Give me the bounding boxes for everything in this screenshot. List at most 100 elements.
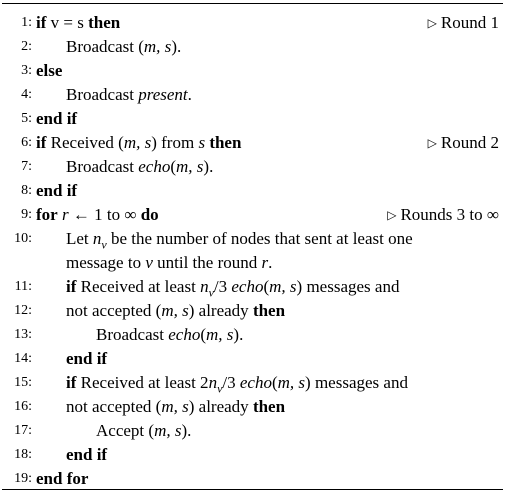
- code-text: m, s: [161, 301, 189, 320]
- line-code: end if: [66, 443, 107, 467]
- code-text: n: [208, 373, 218, 392]
- line-code: end for: [36, 467, 88, 491]
- code-text: m, s: [176, 157, 204, 176]
- algorithm-line: 13: Broadcast echo(m, s).: [0, 323, 505, 347]
- keyword: then: [209, 133, 242, 152]
- line-number: 4:: [21, 87, 32, 102]
- line-comment: ▷Round 2: [428, 131, 499, 156]
- keyword: then: [252, 397, 286, 416]
- code-text: m, s: [206, 325, 234, 344]
- code-text: ).: [203, 157, 214, 176]
- code-text: Let: [66, 229, 93, 248]
- line-number: 17:: [14, 423, 32, 438]
- algorithm-line: 4: Broadcast present.: [0, 83, 505, 107]
- line-number: 19:: [14, 471, 32, 486]
- line-code: not accepted (m, s) already then: [66, 395, 285, 419]
- code-text: /3: [213, 277, 232, 296]
- code-text: r: [61, 205, 69, 224]
- code-text: echo: [239, 373, 272, 392]
- algorithm-line: 3:else: [0, 59, 505, 83]
- code-text: echo: [231, 277, 264, 296]
- line-number: 14:: [14, 351, 32, 366]
- algorithm-line: 6: if Received (m, s) from s then ▷Round 2: [0, 131, 505, 155]
- algorithm-line: 8: end if: [0, 179, 505, 203]
- algorithm-line: 5: end if: [0, 107, 505, 131]
- code-text: (: [271, 373, 278, 392]
- line-number: 16:: [14, 399, 32, 414]
- comment-text: Round 1: [440, 13, 499, 32]
- comment-triangle-icon: ▷: [387, 208, 397, 222]
- code-text: ) messages and: [305, 373, 408, 392]
- code-text: present: [138, 85, 188, 104]
- code-text: Received: [46, 133, 119, 152]
- code-text: ) from: [151, 133, 199, 152]
- keyword: then: [88, 13, 121, 32]
- code-text: v: [217, 381, 223, 396]
- code-text: m, s: [123, 133, 152, 152]
- line-number: 6:: [21, 135, 32, 150]
- code-text: m, s: [161, 397, 189, 416]
- line-number: 13:: [14, 327, 32, 342]
- code-text: m, s: [154, 421, 182, 440]
- keyword: if: [66, 277, 77, 296]
- line-comment: ▷Rounds 3 to ∞: [387, 203, 499, 228]
- code-text: echo: [138, 157, 171, 176]
- line-code: not accepted (m, s) already then: [66, 299, 285, 323]
- line-number: 2:: [21, 39, 32, 54]
- line-code: Broadcast present.: [66, 83, 192, 107]
- code-text: not accepted (: [66, 301, 162, 320]
- code-text: Broadcast: [66, 85, 139, 104]
- keyword: end if: [36, 109, 78, 128]
- code-text: Accept (: [96, 421, 155, 440]
- line-code: if Received (m, s) from s then: [36, 131, 241, 155]
- code-text: (: [138, 37, 144, 56]
- algorithm-line: message to v until the round r.: [0, 251, 505, 275]
- line-code: for r ← 1 to ∞ do: [36, 203, 159, 227]
- code-text: (: [263, 277, 270, 296]
- keyword: if: [36, 13, 47, 32]
- algorithm-line: 16: not accepted (m, s) already then: [0, 395, 505, 419]
- algorithm-line: 12:not accepted (m, s) already then: [0, 299, 505, 323]
- code-text: ).: [233, 325, 244, 344]
- code-text: v: [208, 285, 214, 300]
- code-text: v: [101, 237, 107, 252]
- line-number: 8:: [21, 183, 32, 198]
- code-text: /3: [222, 373, 240, 392]
- line-number: 15:: [14, 375, 32, 390]
- line-number: 18:: [14, 447, 32, 462]
- line-number: 10:: [14, 231, 32, 246]
- bottom-rule: [2, 489, 503, 490]
- algorithm-line: 9: for r ← 1 to ∞ do ▷Rounds 3 to ∞: [0, 203, 505, 227]
- code-text: ) already: [188, 301, 253, 320]
- keyword: if: [36, 133, 47, 152]
- line-comment: ▷Round 1: [428, 11, 499, 36]
- algorithm-line: 14: end if: [0, 347, 505, 371]
- line-code: Let nv be the number of nodes that sent …: [66, 227, 413, 256]
- line-code: end if: [66, 347, 107, 371]
- code-text: v: [145, 253, 153, 272]
- code-text: (: [118, 133, 124, 152]
- algorithm-line: 11:if Received at least nv/3 echo(m, s) …: [0, 275, 505, 299]
- code-text: not accepted (: [66, 397, 162, 416]
- line-code: if Received at least 2nv/3 echo(m, s) me…: [66, 371, 408, 400]
- code-text: ) messages and: [296, 277, 400, 296]
- code-text: until the round: [152, 253, 262, 272]
- code-text: .: [187, 85, 192, 104]
- line-number: 9:: [21, 207, 32, 222]
- code-text: ).: [181, 421, 192, 440]
- code-text: Received at least 2: [76, 373, 209, 392]
- code-text: (: [200, 325, 206, 344]
- line-number: 5:: [21, 111, 32, 126]
- code-text: ).: [171, 37, 182, 56]
- line-code: end if: [36, 179, 77, 203]
- line-code: Broadcast echo(m, s).: [96, 323, 243, 347]
- code-text: v = s: [46, 13, 89, 32]
- code-text: .: [268, 253, 273, 272]
- line-code: Broadcast (m, s).: [66, 35, 181, 59]
- code-text: n: [92, 229, 102, 248]
- line-code: else: [36, 59, 62, 83]
- comment-text: Rounds 3 to ∞: [400, 205, 499, 224]
- keyword: end if: [66, 445, 108, 464]
- code-text: Broadcast: [66, 37, 139, 56]
- algorithm-line: 15:if Received at least 2nv/3 echo(m, s)…: [0, 371, 505, 395]
